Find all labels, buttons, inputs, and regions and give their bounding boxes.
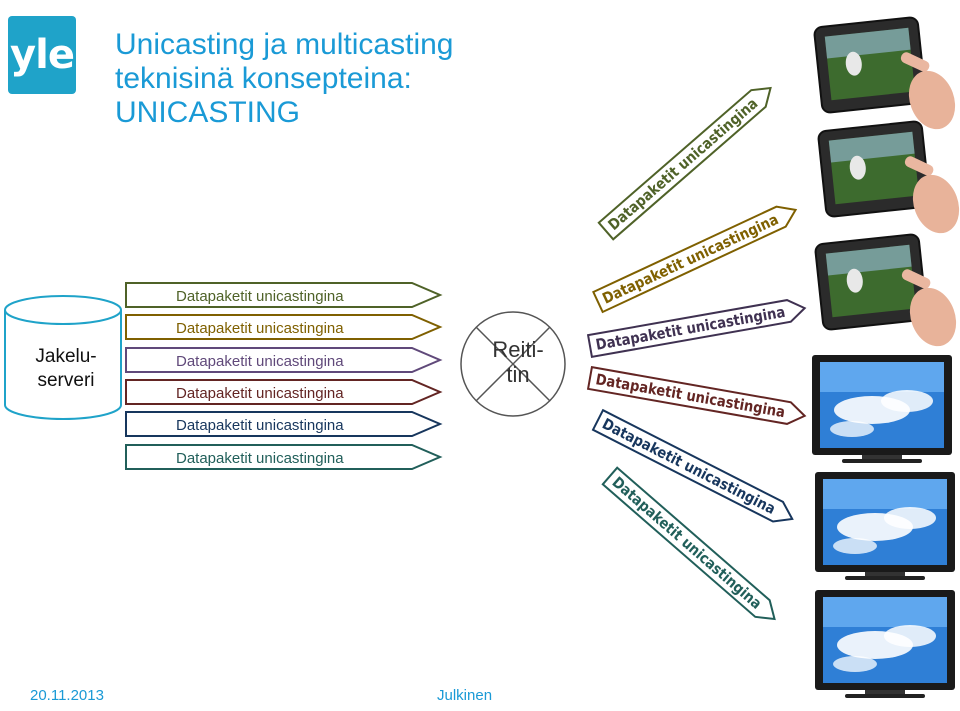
left-arrow: Datapaketit unicastingina bbox=[125, 282, 443, 308]
left-arrow: Datapaketit unicastingina bbox=[125, 411, 443, 437]
page-title: Unicasting ja multicasting teknisinä kon… bbox=[115, 28, 585, 130]
left-arrow-label: Datapaketit unicastingina bbox=[176, 288, 344, 305]
title-line-2: teknisinä konsepteina: bbox=[115, 62, 412, 95]
left-arrow: Datapaketit unicastingina bbox=[125, 347, 443, 373]
right-arrow: Datapaketit unicastingina bbox=[586, 366, 807, 425]
left-arrow-label: Datapaketit unicastingina bbox=[176, 385, 344, 402]
yle-logo: yle bbox=[8, 16, 76, 94]
right-arrow: Datapaketit unicastingina bbox=[586, 299, 807, 358]
footer-classification: Julkinen bbox=[437, 687, 493, 704]
footer-date: 20.11.2013 bbox=[30, 687, 104, 704]
router-label-line-1: Reiti- bbox=[492, 337, 544, 362]
left-arrow: Datapaketit unicastingina bbox=[125, 314, 443, 340]
left-arrow: Datapaketit unicastingina bbox=[125, 444, 443, 470]
server-cylinder bbox=[4, 295, 122, 420]
left-arrow-label: Datapaketit unicastingina bbox=[176, 417, 344, 434]
left-arrow-label: Datapaketit unicastingina bbox=[176, 320, 344, 337]
server-label-line-1: Jakelu- bbox=[35, 346, 97, 367]
router-circle bbox=[460, 311, 566, 417]
router-label: Reiti- tin bbox=[478, 337, 558, 387]
left-arrow-label: Datapaketit unicastingina bbox=[176, 450, 344, 467]
tv-icon bbox=[815, 472, 955, 580]
logo-text: yle bbox=[10, 32, 75, 78]
tablet-icon bbox=[814, 233, 957, 347]
router-label-line-2: tin bbox=[506, 362, 530, 387]
tv-icon bbox=[815, 590, 955, 698]
right-arrow: Datapaketit unicastingina bbox=[597, 86, 772, 241]
tablet-icon bbox=[817, 120, 960, 234]
tv-icon bbox=[812, 355, 952, 463]
right-arrow-label: Datapaketit unicastingina bbox=[605, 94, 762, 234]
title-line-3: UNICASTING bbox=[115, 96, 301, 129]
server-label-line-2: serveri bbox=[37, 370, 95, 391]
title-line-1: Unicasting ja multicasting bbox=[115, 28, 454, 61]
tablet-icon bbox=[813, 16, 956, 130]
left-arrow: Datapaketit unicastingina bbox=[125, 379, 443, 405]
left-arrow-label: Datapaketit unicastingina bbox=[176, 353, 344, 370]
right-arrow: Datapaketit unicastingina bbox=[591, 408, 794, 523]
server-label: Jakelu- serveri bbox=[20, 345, 112, 393]
